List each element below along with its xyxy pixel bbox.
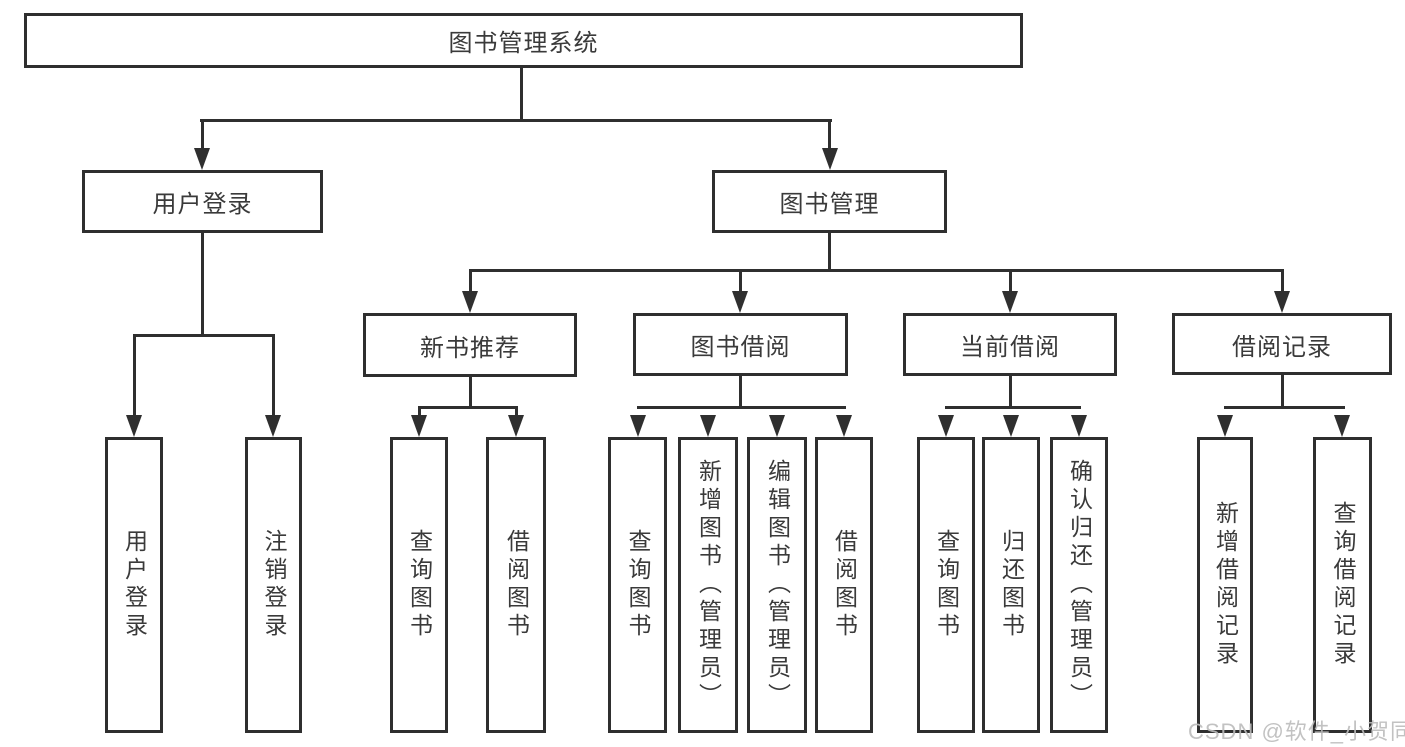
node-book-borrow-label: 图书借阅 (690, 334, 791, 361)
connector-user-login-rail (133, 334, 275, 337)
connector-borrow-records-stem (1281, 375, 1284, 409)
leaf-logout: 注销登录 (245, 437, 302, 733)
arrow-down-icon (1334, 415, 1350, 437)
leaf-label: 新增图书（管理员） (695, 459, 722, 711)
connector-root-stem (520, 68, 523, 120)
arrow-down-icon (1002, 291, 1018, 313)
leaf-query-books-borrow: 查询图书 (608, 437, 667, 733)
leaf-label: 用户登录 (121, 529, 148, 641)
leaf-label: 编辑图书（管理员） (764, 459, 791, 711)
arrow-down-icon (700, 415, 716, 437)
csdn-watermark: CSDN @软件_小贺同学 (1188, 719, 1405, 744)
arrow-down-icon (630, 415, 646, 437)
leaf-query-books-recommend: 查询图书 (390, 437, 448, 733)
leaf-add-books-admin: 新增图书（管理员） (678, 437, 738, 733)
connector-stem-book-borrow (739, 269, 742, 295)
arrow-down-icon (1217, 415, 1233, 437)
arrow-down-icon (836, 415, 852, 437)
leaf-label: 查询图书 (625, 529, 651, 641)
connector-stem-leaf (418, 406, 421, 420)
arrow-down-icon (462, 291, 478, 313)
node-root-label: 图书管理系统 (448, 30, 599, 57)
leaf-query-borrow-record: 查询借阅记录 (1313, 437, 1372, 733)
node-current-borrow-label: 当前借阅 (960, 334, 1060, 361)
arrow-down-icon (938, 415, 954, 437)
connector-book-management-stem (828, 233, 831, 272)
connector-borrow-records-rail (1224, 406, 1345, 409)
leaf-edit-books-admin: 编辑图书（管理员） (747, 437, 807, 733)
node-root: 图书管理系统 (24, 13, 1023, 68)
leaf-query-books-current: 查询图书 (917, 437, 975, 733)
connector-level2-rail (200, 119, 832, 122)
arrow-down-icon (265, 415, 281, 437)
node-user-login: 用户登录 (82, 170, 323, 233)
leaf-borrow-books: 借阅图书 (815, 437, 873, 733)
leaf-label: 新增借阅记录 (1212, 501, 1239, 669)
node-borrow-records: 借阅记录 (1172, 313, 1392, 375)
node-new-book-recommend-label: 新书推荐 (420, 334, 520, 362)
arrow-down-icon (1274, 291, 1290, 313)
connector-current-borrow-rail (945, 406, 1081, 409)
node-current-borrow: 当前借阅 (903, 313, 1117, 376)
leaf-label: 借阅图书 (503, 529, 530, 641)
leaf-label: 查询图书 (406, 529, 433, 641)
leaf-confirm-return-admin: 确认归还（管理员） (1050, 437, 1108, 733)
node-book-management: 图书管理 (712, 170, 947, 233)
node-user-login-label: 用户登录 (152, 191, 253, 218)
arrow-down-icon (732, 291, 748, 313)
arrow-down-icon (194, 148, 210, 170)
node-borrow-records-label: 借阅记录 (1232, 333, 1332, 361)
leaf-return-books: 归还图书 (982, 437, 1040, 733)
connector-stem-user-login (201, 119, 204, 151)
connector-book-borrow-stem (739, 376, 742, 409)
leaf-borrow-books-recommend: 借阅图书 (486, 437, 546, 733)
arrow-down-icon (769, 415, 785, 437)
connector-stem-book-management (828, 119, 831, 151)
connector-current-borrow-stem (1009, 376, 1012, 409)
connector-stem-leaf (133, 334, 136, 418)
leaf-label: 查询图书 (933, 529, 960, 641)
connector-stem-borrow-records (1281, 269, 1284, 295)
leaf-label: 注销登录 (261, 529, 287, 641)
connector-book-borrow-rail (637, 406, 846, 409)
arrow-down-icon (508, 415, 524, 437)
connector-new-book-rail (418, 406, 518, 409)
leaf-label: 查询借阅记录 (1330, 501, 1356, 669)
connector-stem-leaf (515, 406, 518, 420)
connector-stem-current-borrow (1009, 269, 1012, 295)
leaf-label: 确认归还（管理员） (1066, 459, 1093, 711)
connector-new-book-stem (469, 377, 472, 409)
connector-level3-rail (469, 269, 1284, 272)
node-book-borrow: 图书借阅 (633, 313, 848, 376)
connector-user-login-stem (201, 233, 204, 336)
leaf-label: 归还图书 (998, 529, 1025, 641)
arrow-down-icon (411, 415, 427, 437)
leaf-user-login: 用户登录 (105, 437, 163, 733)
connector-stem-new-book (469, 269, 472, 295)
leaf-label: 借阅图书 (831, 529, 858, 641)
arrow-down-icon (1003, 415, 1019, 437)
arrow-down-icon (822, 148, 838, 170)
leaf-add-borrow-record: 新增借阅记录 (1197, 437, 1253, 733)
arrow-down-icon (1071, 415, 1087, 437)
node-book-management-label: 图书管理 (779, 191, 880, 218)
arrow-down-icon (126, 415, 142, 437)
node-new-book-recommend: 新书推荐 (363, 313, 577, 377)
connector-stem-leaf (272, 334, 275, 418)
